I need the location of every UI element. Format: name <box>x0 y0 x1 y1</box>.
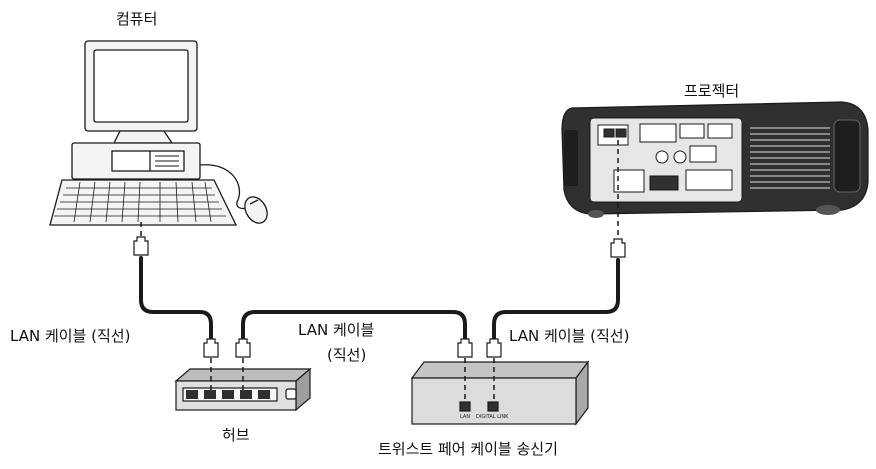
cable-hub-transmitter <box>241 310 467 340</box>
mouse <box>199 164 268 224</box>
hub-label: 허브 <box>222 426 250 444</box>
connector-projector <box>610 238 626 258</box>
connector-tx-dl <box>486 338 502 358</box>
keyboard <box>49 179 238 226</box>
desktop-unit <box>71 142 201 180</box>
cable-computer-hub <box>139 256 213 340</box>
connector-hub-left <box>203 338 219 358</box>
transmitter-port-digital-link-label: DIGITAL LINK <box>476 414 509 420</box>
monitor <box>84 40 198 144</box>
connector-hub-right <box>235 338 251 358</box>
cable-transmitter-projector <box>492 258 620 340</box>
cable-middle-label-line1: LAN 케이블 <box>298 321 375 339</box>
hub-illustration <box>174 367 312 412</box>
cable-right-label: LAN 케이블 (직선) <box>509 327 630 345</box>
projector-rear-panel <box>597 123 733 193</box>
connector-tx-lan <box>457 338 473 358</box>
transmitter-label: 트위스트 페어 케이블 송신기 <box>378 440 558 458</box>
projector-vents <box>750 127 830 189</box>
computer-label: 컴퓨터 <box>116 10 158 28</box>
cables <box>139 256 620 340</box>
cable-left-label: LAN 케이블 (직선) <box>10 327 131 345</box>
projector-illustration <box>561 101 869 218</box>
cable-middle-label-line2: (직선) <box>327 346 367 364</box>
connector-computer <box>133 236 149 256</box>
connectors <box>133 236 626 358</box>
projector-label: 프로젝터 <box>684 82 740 100</box>
transmitter-port-lan-label: LAN <box>460 414 470 420</box>
computer-illustration <box>49 40 268 226</box>
dashed-guides <box>140 140 619 403</box>
